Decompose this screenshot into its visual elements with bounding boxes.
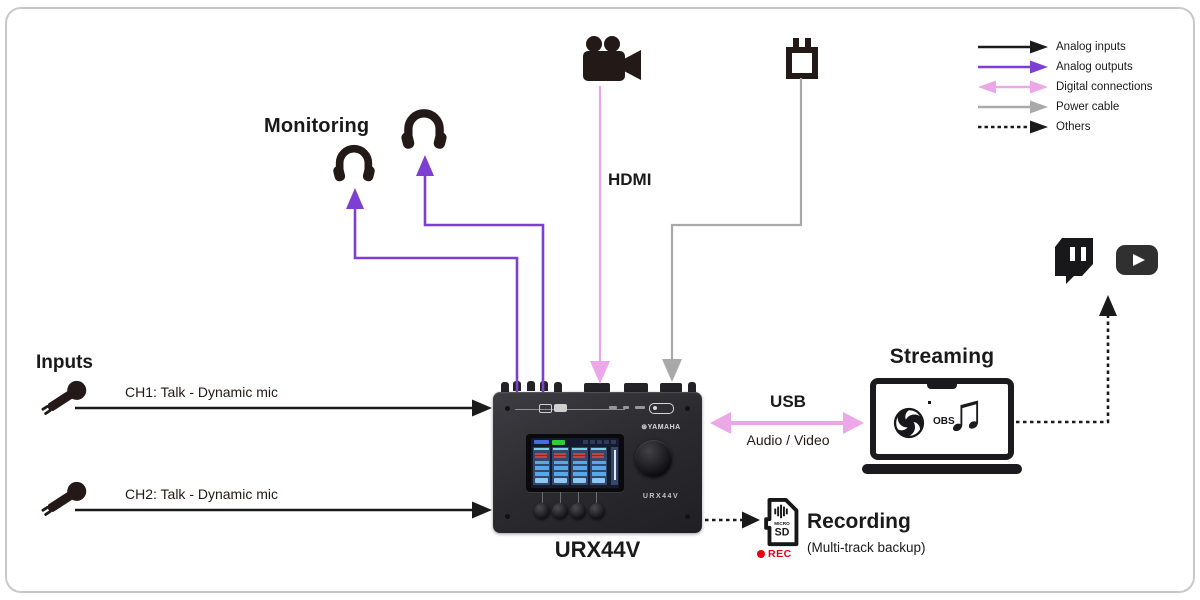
device-power-port bbox=[660, 383, 682, 393]
usb-arrowhead-right bbox=[843, 412, 864, 434]
device-jack bbox=[554, 382, 562, 392]
volume-knob bbox=[635, 440, 672, 477]
legend-row-analog-inputs: Analog inputs bbox=[976, 39, 1126, 55]
legend-row-analog-outputs: Analog outputs bbox=[976, 59, 1133, 75]
legend-label: Analog inputs bbox=[1056, 41, 1126, 53]
analog-inputs-arrow-icon bbox=[978, 40, 1048, 54]
platforms-arrowhead bbox=[1099, 295, 1117, 316]
monitor-output-line-2 bbox=[423, 174, 545, 393]
device-hdmi-port bbox=[584, 383, 610, 393]
obs-icon bbox=[892, 407, 925, 439]
power-plug-icon bbox=[786, 38, 818, 79]
platforms-line bbox=[1016, 314, 1110, 424]
usb-arrowhead-left bbox=[710, 412, 731, 434]
headphones-icon bbox=[333, 144, 375, 182]
channel-knob bbox=[534, 503, 550, 519]
legend-row-others: Others bbox=[976, 119, 1091, 135]
device-display bbox=[531, 438, 619, 488]
legend-label: Digital connections bbox=[1056, 81, 1153, 93]
legend-label: Others bbox=[1056, 121, 1091, 133]
others-arrow-icon bbox=[978, 120, 1048, 134]
level-meter bbox=[611, 447, 618, 485]
rec-indicator: REC bbox=[757, 548, 792, 560]
channel-knob bbox=[552, 503, 568, 519]
monitor-output-arrowhead-2 bbox=[416, 155, 434, 176]
usb-label: USB bbox=[770, 392, 806, 411]
sd-micro-text: MICRO bbox=[774, 521, 790, 526]
channel-strip bbox=[571, 447, 588, 485]
digital-connections-arrow-icon bbox=[978, 80, 1048, 94]
recording-arrowhead bbox=[742, 511, 760, 529]
microphone-icon bbox=[41, 380, 87, 415]
video-camera-icon bbox=[583, 36, 641, 81]
rec-label: REC bbox=[768, 548, 792, 560]
urx44v-device: ⊛YAMAHA bbox=[493, 392, 702, 533]
monitor-output-arrowhead-1 bbox=[346, 188, 364, 209]
power-arrowhead bbox=[662, 359, 682, 382]
device-model-badge: URX44V bbox=[642, 493, 680, 500]
ch1-label: CH1: Talk - Dynamic mic bbox=[125, 384, 278, 400]
laptop-base bbox=[862, 464, 1022, 474]
ch1-input-arrowhead bbox=[472, 399, 492, 417]
usb-sub-label: Audio / Video bbox=[746, 432, 830, 448]
analog-outputs-arrow-icon bbox=[978, 60, 1048, 74]
microsd-card-icon: MICRO SD bbox=[764, 497, 799, 547]
recording-sub-label: (Multi-track backup) bbox=[807, 540, 926, 555]
device-jack bbox=[513, 381, 521, 391]
channel-strip bbox=[552, 447, 569, 485]
yamaha-logo: ⊛YAMAHA bbox=[641, 424, 681, 431]
device-jack bbox=[501, 382, 509, 392]
headphones-icon bbox=[401, 109, 447, 149]
legend-row-power-cable: Power cable bbox=[976, 99, 1119, 115]
legend-row-digital-connections: Digital connections bbox=[976, 79, 1153, 95]
music-note-icon: ♫ bbox=[946, 384, 985, 442]
ch2-label: CH2: Talk - Dynamic mic bbox=[125, 486, 278, 502]
device-panel-line bbox=[515, 409, 625, 410]
inputs-label: Inputs bbox=[36, 352, 93, 373]
sd-sd-text: SD bbox=[775, 527, 790, 539]
monitoring-label: Monitoring bbox=[264, 115, 370, 137]
legend-label: Analog outputs bbox=[1056, 61, 1133, 73]
display-toolbar bbox=[531, 438, 619, 445]
device-touchscreen bbox=[526, 434, 624, 492]
streaming-label: Streaming bbox=[889, 345, 995, 368]
device-panel-badge bbox=[554, 404, 567, 412]
obs-trademark-dot bbox=[928, 401, 931, 404]
youtube-icon bbox=[1116, 245, 1158, 275]
ch2-input-arrowhead bbox=[472, 501, 492, 519]
hdmi-label: HDMI bbox=[608, 170, 652, 189]
device-jack bbox=[540, 381, 548, 391]
device-name-label: URX44V bbox=[554, 537, 641, 562]
device-panel-badge bbox=[539, 404, 552, 413]
monitor-output-line-1 bbox=[353, 207, 519, 393]
channel-strip bbox=[590, 447, 607, 485]
power-cable-arrow-icon bbox=[978, 100, 1048, 114]
microphone-icon bbox=[41, 481, 87, 516]
obs-label: OBS bbox=[933, 416, 955, 427]
device-jack bbox=[688, 382, 696, 392]
twitch-icon bbox=[1055, 238, 1093, 284]
device-power-switch bbox=[649, 403, 674, 414]
channel-knob bbox=[570, 503, 586, 519]
recording-label: Recording bbox=[807, 510, 911, 533]
device-port bbox=[624, 383, 648, 393]
rec-dot-icon bbox=[757, 550, 765, 558]
device-jack bbox=[527, 381, 535, 391]
laptop-notch bbox=[927, 383, 957, 389]
channel-knob bbox=[589, 503, 605, 519]
hdmi-arrowhead bbox=[590, 361, 610, 384]
channel-strip bbox=[533, 447, 550, 485]
laptop-icon: OBS ♫ bbox=[870, 378, 1014, 460]
legend-label: Power cable bbox=[1056, 101, 1120, 113]
power-line bbox=[670, 78, 803, 361]
